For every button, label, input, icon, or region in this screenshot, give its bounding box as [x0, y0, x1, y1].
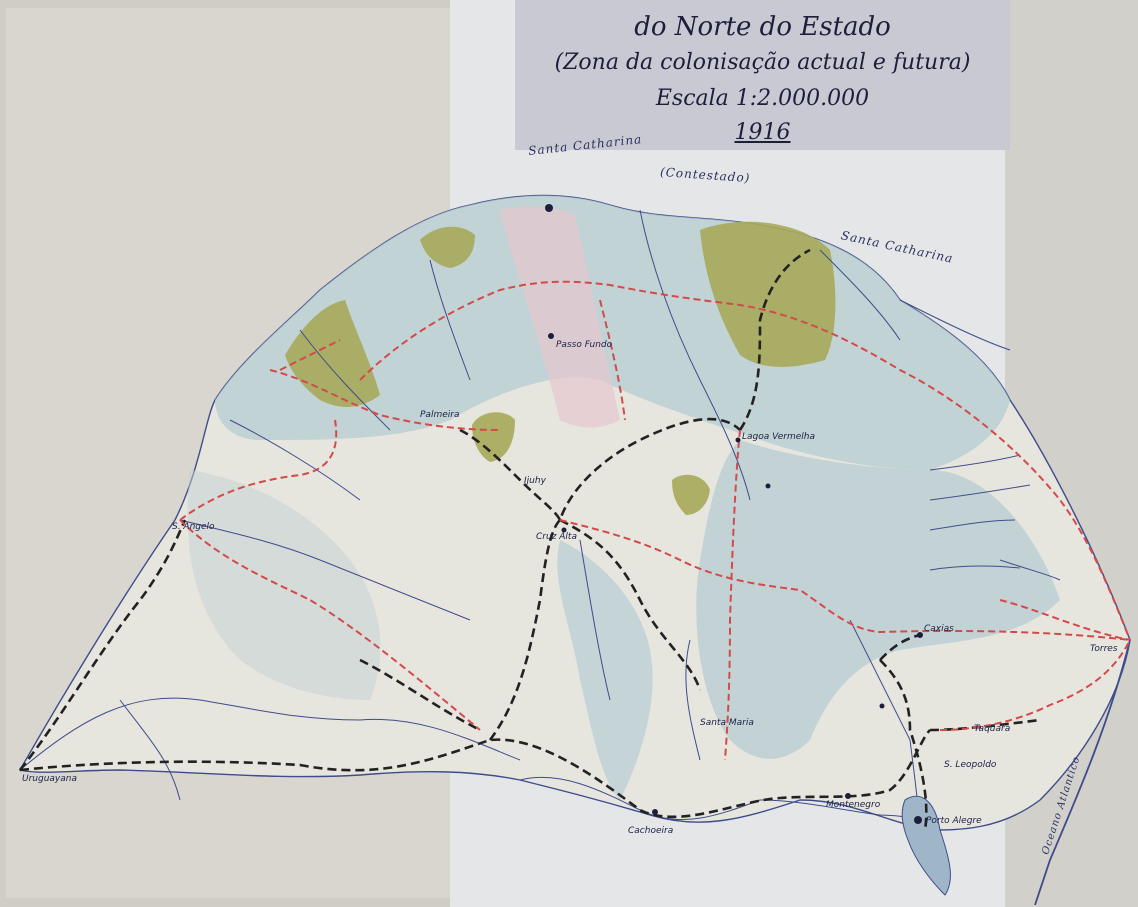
label-montenegro: Montenegro [826, 800, 881, 810]
railway-lines [18, 248, 1041, 831]
atlantic-coastline [1034, 639, 1131, 906]
label-uruguayana: Uruguayana [22, 774, 77, 784]
road-lines [179, 280, 1131, 761]
colony-zone-south [672, 474, 710, 515]
label-cachoeira: Cachoeira [628, 826, 674, 836]
label-sao-leopoldo: S. Leopoldo [944, 760, 997, 770]
river-network [19, 209, 1061, 831]
map-title-block: do Norte do Estado (Zona da colonisação … [515, 10, 1010, 160]
title-line-1: do Norte do Estado [634, 12, 891, 42]
label-caxias: Caxias [924, 624, 954, 634]
label-passo-fundo: Passo Fundo [556, 340, 613, 350]
pink-colony-strip [500, 206, 620, 428]
label-torres: Torres [1090, 644, 1118, 654]
scale-label: Escala 1:2.000.000 [655, 86, 870, 111]
western-basin-wash [187, 470, 381, 700]
label-palmeira: Palmeira [420, 410, 460, 420]
colony-zone-west [285, 300, 380, 407]
label-santo-angelo: S. Angelo [172, 522, 215, 532]
label-ijuhy: Ijuhy [524, 476, 546, 486]
colony-zone-north [420, 226, 475, 268]
label-santa-maria: Santa Maria [700, 718, 754, 728]
town-markers [545, 204, 923, 824]
colony-zone-center [472, 412, 515, 462]
title-cartouche [515, 0, 1010, 150]
label-taquara: Taquara [974, 724, 1011, 734]
central-basin-wash [557, 540, 653, 800]
label-cruz-alta: Cruz Alta [536, 532, 577, 542]
label-porto-alegre: Porto Alegre [926, 816, 982, 826]
label-lagoa-vermelha: Lagoa Vermelha [742, 432, 816, 442]
eastern-basin-wash [696, 440, 1060, 759]
year-label: 1916 [734, 120, 791, 145]
title-line-2: (Zona da colonisação actual e futura) [554, 50, 971, 75]
